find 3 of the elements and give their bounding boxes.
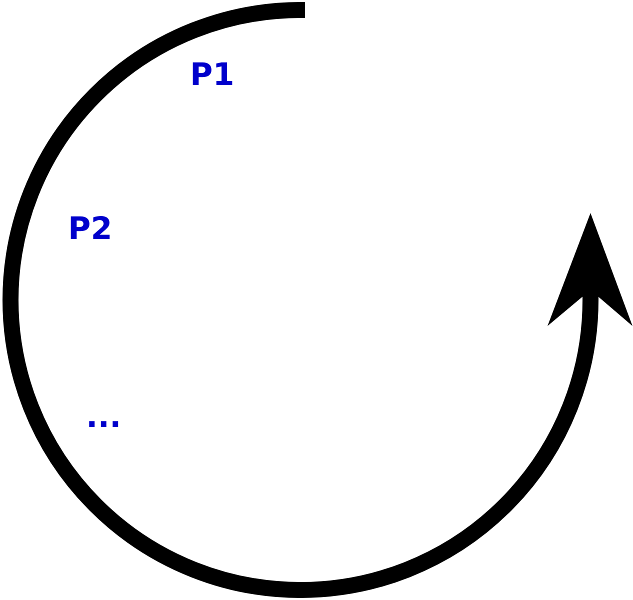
ellipsis-text: ... bbox=[86, 402, 122, 433]
step-label: P2 bbox=[68, 214, 112, 245]
step-label: P1 bbox=[190, 60, 234, 91]
